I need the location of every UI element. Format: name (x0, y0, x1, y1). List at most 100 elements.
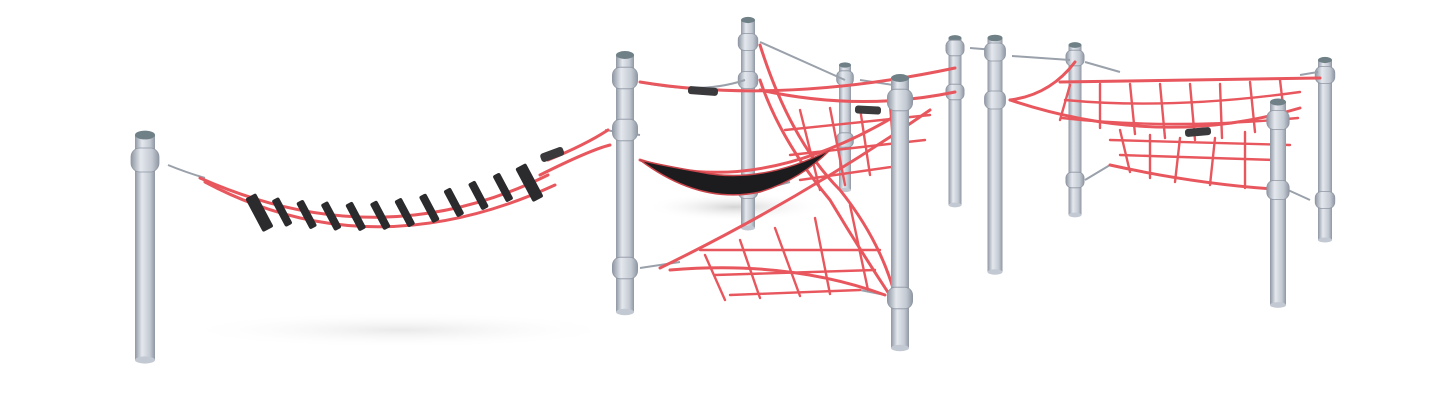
right-net-side (1008, 60, 1077, 102)
turnbuckles (540, 86, 1212, 162)
post-base (987, 269, 1003, 275)
bridge-plank (296, 200, 317, 229)
rope-clamp (612, 66, 639, 90)
steel-post (984, 34, 1006, 275)
post-shaft (891, 78, 909, 348)
bridge-plank (468, 180, 489, 210)
post-shaft (1270, 102, 1286, 305)
rope-clamp (984, 90, 1006, 110)
post-cap (891, 74, 909, 82)
rope-clamp (737, 33, 759, 51)
cable (167, 164, 206, 179)
rope-clamp (887, 286, 914, 310)
cable (1011, 55, 1071, 61)
bridge-plank (394, 198, 415, 227)
turnbuckle (687, 86, 719, 96)
rope-elements (167, 41, 1322, 302)
net-mesh (1060, 90, 1302, 126)
hammock (639, 149, 831, 196)
bridge-plank (370, 200, 391, 230)
post-shaft (839, 65, 851, 190)
post-base (135, 356, 155, 364)
steel-post (612, 51, 639, 316)
bridge-end-rope-2 (538, 143, 612, 177)
handrail-rope (638, 66, 957, 93)
bridge-plank (245, 193, 273, 232)
post-shaft (1318, 60, 1332, 240)
posts-front (130, 34, 1290, 364)
post-base (948, 202, 962, 208)
post-base (891, 344, 909, 352)
bridge-plank (321, 201, 342, 231)
bridge-plank (419, 193, 440, 223)
bridge-plank (515, 163, 543, 202)
post-cap (839, 62, 851, 68)
net-mesh (1108, 138, 1292, 162)
turnbuckle (1184, 127, 1212, 137)
net-mesh (698, 248, 882, 297)
post-cap (1270, 98, 1286, 106)
bridge-plank (272, 197, 292, 227)
post-base (1068, 212, 1082, 218)
right-lower-rope (1108, 163, 1290, 192)
handrail-rope-2 (758, 88, 957, 104)
steel-post (945, 35, 965, 208)
rope-clamp (612, 118, 639, 142)
post-shaft (948, 38, 962, 205)
lower-net-rope (668, 266, 887, 297)
bridge-plank (444, 187, 464, 217)
cable (1287, 189, 1311, 201)
bridge-planks (245, 163, 543, 232)
cable (1084, 164, 1111, 181)
bridge-shadow (180, 312, 620, 348)
right-net-upper-edge (1058, 76, 1322, 84)
rope-clamp (1065, 171, 1085, 189)
post-shaft (987, 38, 1003, 272)
posts-back (737, 16, 1336, 243)
turnbuckle (854, 105, 882, 115)
post-cap (987, 34, 1003, 42)
bridge-plank (493, 173, 513, 202)
post-cap (1068, 42, 1082, 48)
right-net-lower-edge (1008, 98, 1302, 129)
post-cap (948, 35, 962, 41)
post-base (1270, 302, 1286, 308)
steel-post (1065, 42, 1085, 218)
post-base (616, 308, 634, 316)
diagonal-net-rope (758, 43, 897, 297)
rope-clamp (945, 39, 965, 57)
net-mesh (703, 203, 870, 302)
rope-clamp (1266, 110, 1290, 131)
turnbuckle (540, 146, 565, 162)
cable (1084, 61, 1121, 73)
steel-post (1314, 56, 1336, 243)
cable (759, 41, 846, 81)
rope-clamp (612, 256, 639, 280)
rope-clamp (1065, 49, 1085, 67)
rope-clamp (1314, 191, 1336, 209)
post-cap (135, 130, 155, 140)
post-base (741, 225, 755, 231)
rope-clamp (887, 88, 914, 112)
red-ropes (198, 43, 1322, 302)
cable (1299, 71, 1319, 76)
diagonal-net-rope-2 (758, 78, 895, 302)
net-mesh (1058, 78, 1287, 142)
steel-post (836, 62, 854, 193)
post-cap (616, 51, 634, 59)
post-base (1318, 237, 1332, 243)
rope-clamp (130, 147, 160, 173)
steel-post (130, 130, 160, 364)
steel-post (887, 74, 914, 352)
rope-clamp (984, 42, 1006, 62)
rope-nets (698, 78, 1302, 302)
steel-post (737, 16, 759, 231)
post-cap (1318, 56, 1332, 64)
rope-clamp (1266, 179, 1290, 200)
hammock-shadow (645, 193, 825, 221)
post-cap (741, 16, 755, 24)
ground-shadows (180, 193, 825, 348)
rope-clamp (1314, 66, 1336, 84)
rope-clamp (737, 71, 759, 89)
